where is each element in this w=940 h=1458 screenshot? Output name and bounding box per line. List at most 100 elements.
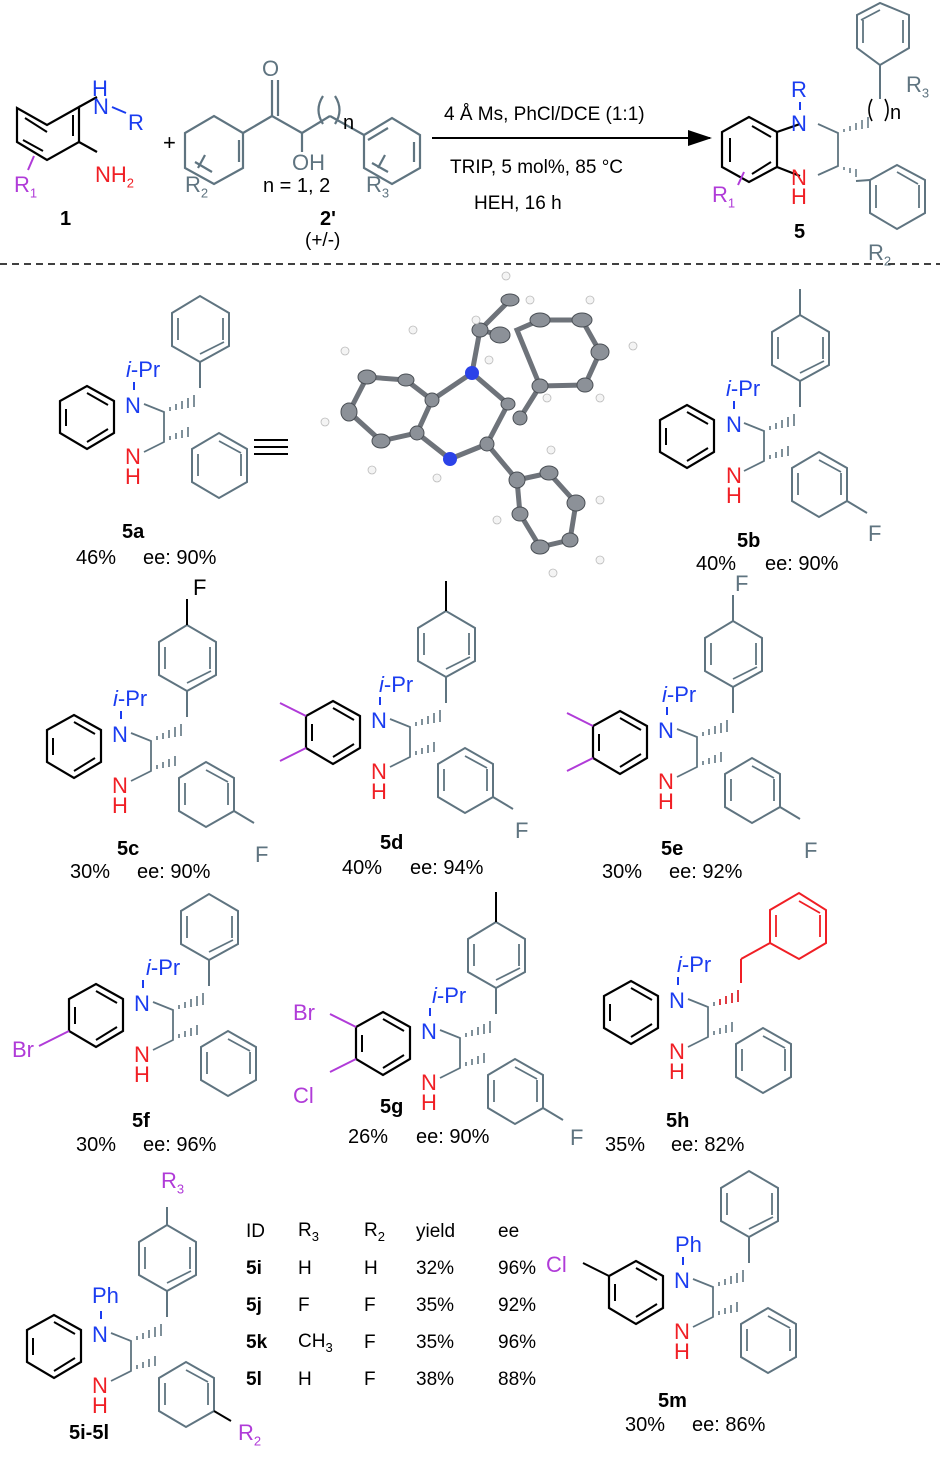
atom-label-H: H	[674, 1339, 690, 1364]
atom-label-H: H	[658, 789, 674, 814]
conditions-line-2: TRIP, 5 mol%, 85 °C	[450, 157, 624, 178]
yield-5b: 40%	[696, 553, 737, 575]
reactant-1-structure	[15, 96, 127, 171]
row-ee: 92%	[498, 1295, 537, 1316]
conditions-line-1: 4 Å Ms, PhCl/DCE (1:1)	[444, 104, 645, 125]
compound-5m-structure	[582, 1169, 797, 1375]
row-r3: CH3	[298, 1331, 333, 1355]
atom-label-F: F	[804, 838, 818, 863]
atom-label-N: N	[92, 1373, 108, 1398]
atom-label-N: N	[112, 773, 128, 798]
n-substituent-ph: Ph	[92, 1283, 119, 1308]
atom-label-Cl: Cl	[293, 1083, 314, 1108]
atom-label-F: F	[570, 1125, 584, 1150]
atom-label-N: N	[371, 708, 387, 733]
compound-5d-structure	[279, 581, 514, 815]
crystal-structure-5a	[320, 271, 638, 578]
atom-label-N: N	[791, 111, 807, 136]
compound-5a-structure	[58, 294, 248, 500]
yield-5c: 30%	[70, 861, 111, 883]
n-substituent-ipr: i-Pr	[126, 357, 161, 382]
n-substituent-ipr: i-Pr	[662, 682, 697, 707]
ee-5d: ee: 94%	[410, 857, 484, 879]
atom-label-H: H	[421, 1090, 437, 1115]
substituent-R2: R2	[238, 1420, 262, 1449]
atom-label-F: F	[193, 575, 207, 600]
atom-label-H: H	[791, 184, 807, 209]
atom-label-N: N	[134, 991, 150, 1016]
atom-label-N: N	[674, 1268, 690, 1293]
atom-label-N: N	[669, 1039, 685, 1064]
reactant-2-structure	[183, 80, 422, 186]
atom-label-N: N	[371, 759, 387, 784]
row-id: 5j	[246, 1295, 262, 1316]
n-substituent-ipr: i-Pr	[379, 672, 414, 697]
row-r2: F	[364, 1295, 376, 1316]
table-row: 5j F F 35% 92%	[246, 1294, 536, 1331]
index-n: n	[890, 102, 902, 124]
atom-label-H: H	[134, 1062, 150, 1087]
row-id: 5l	[246, 1369, 262, 1390]
atom-label-Br: Br	[293, 1000, 315, 1025]
atom-label-N: N	[92, 1322, 108, 1347]
compound-label-5a: 5a	[122, 521, 145, 543]
atom-label-N: N	[134, 1042, 150, 1067]
atom-label-N: N	[726, 463, 742, 488]
header-ee: ee	[498, 1221, 520, 1242]
ee-5m: ee: 86%	[692, 1414, 766, 1436]
table-row: 5i H H 32% 96%	[246, 1257, 536, 1294]
substituent-R1: R1	[712, 182, 736, 211]
substituent-R3: R3	[366, 172, 390, 201]
atom-label-N: N	[421, 1019, 437, 1044]
n-substituent-ipr: i-Pr	[432, 983, 467, 1008]
n-substituent-ipr: i-Pr	[677, 952, 712, 977]
racemic-label: (+/-)	[305, 230, 341, 251]
atom-label-R: R	[791, 77, 807, 102]
ee-5h: ee: 82%	[671, 1134, 745, 1156]
n-values: n = 1, 2	[263, 175, 331, 197]
compound-5i-5l-structure	[25, 1207, 232, 1429]
substituent-R2: R2	[868, 240, 892, 269]
row-yield: 35%	[416, 1295, 455, 1316]
compound-label-5g: 5g	[380, 1096, 404, 1118]
row-ee: 96%	[498, 1332, 537, 1353]
row-r3: H	[298, 1258, 312, 1279]
compound-5b-structure	[658, 289, 868, 519]
yield-5e: 30%	[602, 861, 643, 883]
compound-label-5c: 5c	[117, 838, 140, 860]
atom-label-N: N	[658, 769, 674, 794]
row-yield: 35%	[416, 1332, 455, 1353]
n-substituent-ipr: i-Pr	[726, 376, 761, 401]
header-r2: R2	[364, 1220, 385, 1244]
row-r2: F	[364, 1332, 376, 1353]
row-ee: 96%	[498, 1258, 537, 1279]
atom-label-F: F	[735, 571, 749, 596]
substituent-R2: R2	[185, 172, 209, 201]
row-ee: 88%	[498, 1369, 537, 1390]
n-substituent-ph: Ph	[675, 1232, 702, 1257]
atom-label-H: H	[125, 464, 141, 489]
compound-5g-structure	[329, 892, 564, 1126]
ee-5f: ee: 96%	[143, 1134, 217, 1156]
compound-5h-structure	[602, 891, 827, 1095]
ee-5e: ee: 92%	[669, 861, 743, 883]
atom-label-N: N	[421, 1070, 437, 1095]
index-n: n	[343, 112, 355, 134]
yield-5h: 35%	[605, 1134, 646, 1156]
atom-label-R: R	[128, 110, 144, 135]
atom-label-NH2: NH2	[95, 162, 135, 191]
atom-label-H: H	[371, 779, 387, 804]
atom-label-N: N	[112, 722, 128, 747]
ee-5g: ee: 90%	[416, 1126, 490, 1148]
substituent-R1: R1	[14, 172, 38, 201]
compound-5e-structure	[566, 595, 801, 825]
atom-label-F: F	[255, 842, 269, 867]
atom-label-N: N	[791, 165, 807, 190]
compound-label-5f: 5f	[132, 1110, 150, 1132]
atom-label-N: N	[674, 1319, 690, 1344]
row-id: 5k	[246, 1332, 268, 1353]
compound-label-5h: 5h	[666, 1110, 690, 1132]
atom-label-Cl: Cl	[546, 1252, 567, 1277]
n-substituent-ipr: i-Pr	[146, 955, 181, 980]
row-id: 5i	[246, 1258, 262, 1279]
